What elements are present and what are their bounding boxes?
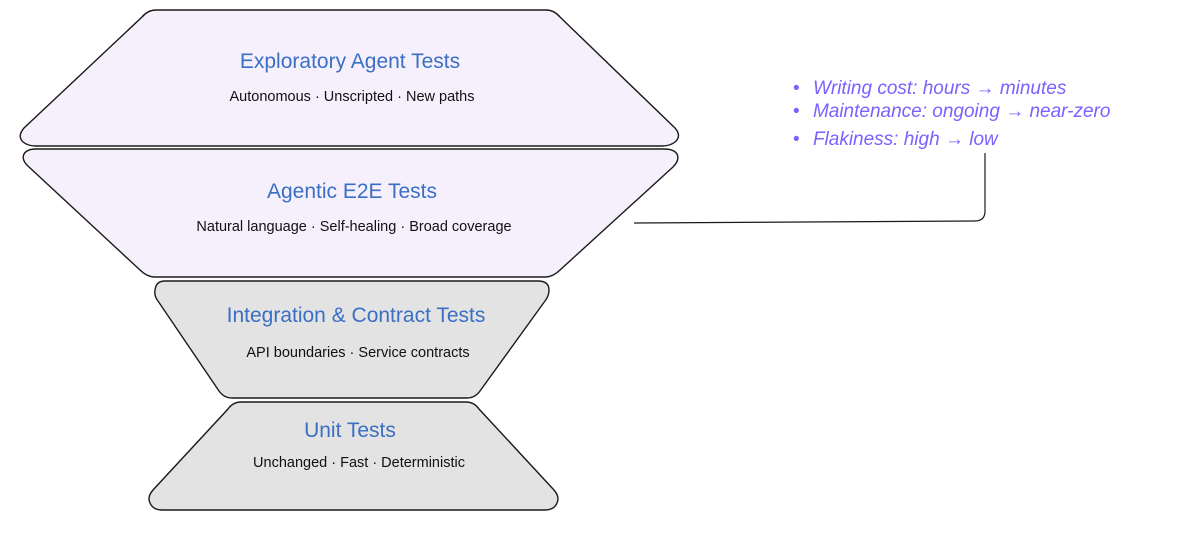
callout-item-flakiness: Flakiness: high → low xyxy=(813,129,999,150)
callout-bullet: • xyxy=(793,101,800,122)
layer-exploratory-subtitle: Autonomous · Unscripted · New paths xyxy=(230,89,475,105)
callout-note-maintenance: • Maintenance: ongoing → near-zero xyxy=(793,101,1110,122)
layer-agentic-e2e: Agentic E2E Tests Natural language · Sel… xyxy=(22,148,679,278)
layer-integration: Integration & Contract Tests API boundar… xyxy=(154,280,550,399)
callout-notes: • Writing cost: hours → minutes • Mainte… xyxy=(793,78,1110,150)
layer-agentic-e2e-subtitle: Natural language · Self-healing · Broad … xyxy=(196,219,511,235)
layer-unit: Unit Tests Unchanged · Fast · Determinis… xyxy=(148,401,559,511)
callout-item-writing-cost: Writing cost: hours → minutes xyxy=(813,78,1067,99)
callout-item-maintenance: Maintenance: ongoing → near-zero xyxy=(813,101,1111,122)
callout-bullet: • xyxy=(793,78,800,99)
layer-integration-subtitle: API boundaries · Service contracts xyxy=(246,345,469,361)
callout-connector-line xyxy=(633,153,986,224)
layer-integration-shape xyxy=(154,280,550,399)
layer-agentic-e2e-shape xyxy=(22,148,679,278)
layer-unit-subtitle: Unchanged · Fast · Deterministic xyxy=(253,455,465,471)
callout-bullet: • xyxy=(793,129,800,150)
layer-integration-title: Integration & Contract Tests xyxy=(227,304,486,327)
layer-agentic-e2e-title: Agentic E2E Tests xyxy=(267,180,437,203)
layer-unit-title: Unit Tests xyxy=(304,419,396,442)
layer-unit-shape xyxy=(148,401,559,511)
layer-exploratory: Exploratory Agent Tests Autonomous · Uns… xyxy=(19,9,680,147)
layer-exploratory-shape xyxy=(19,9,680,147)
callout-note-flakiness: • Flakiness: high → low xyxy=(793,129,999,150)
callout-note-writing-cost: • Writing cost: hours → minutes xyxy=(793,78,1067,99)
layer-exploratory-title: Exploratory Agent Tests xyxy=(240,50,460,73)
